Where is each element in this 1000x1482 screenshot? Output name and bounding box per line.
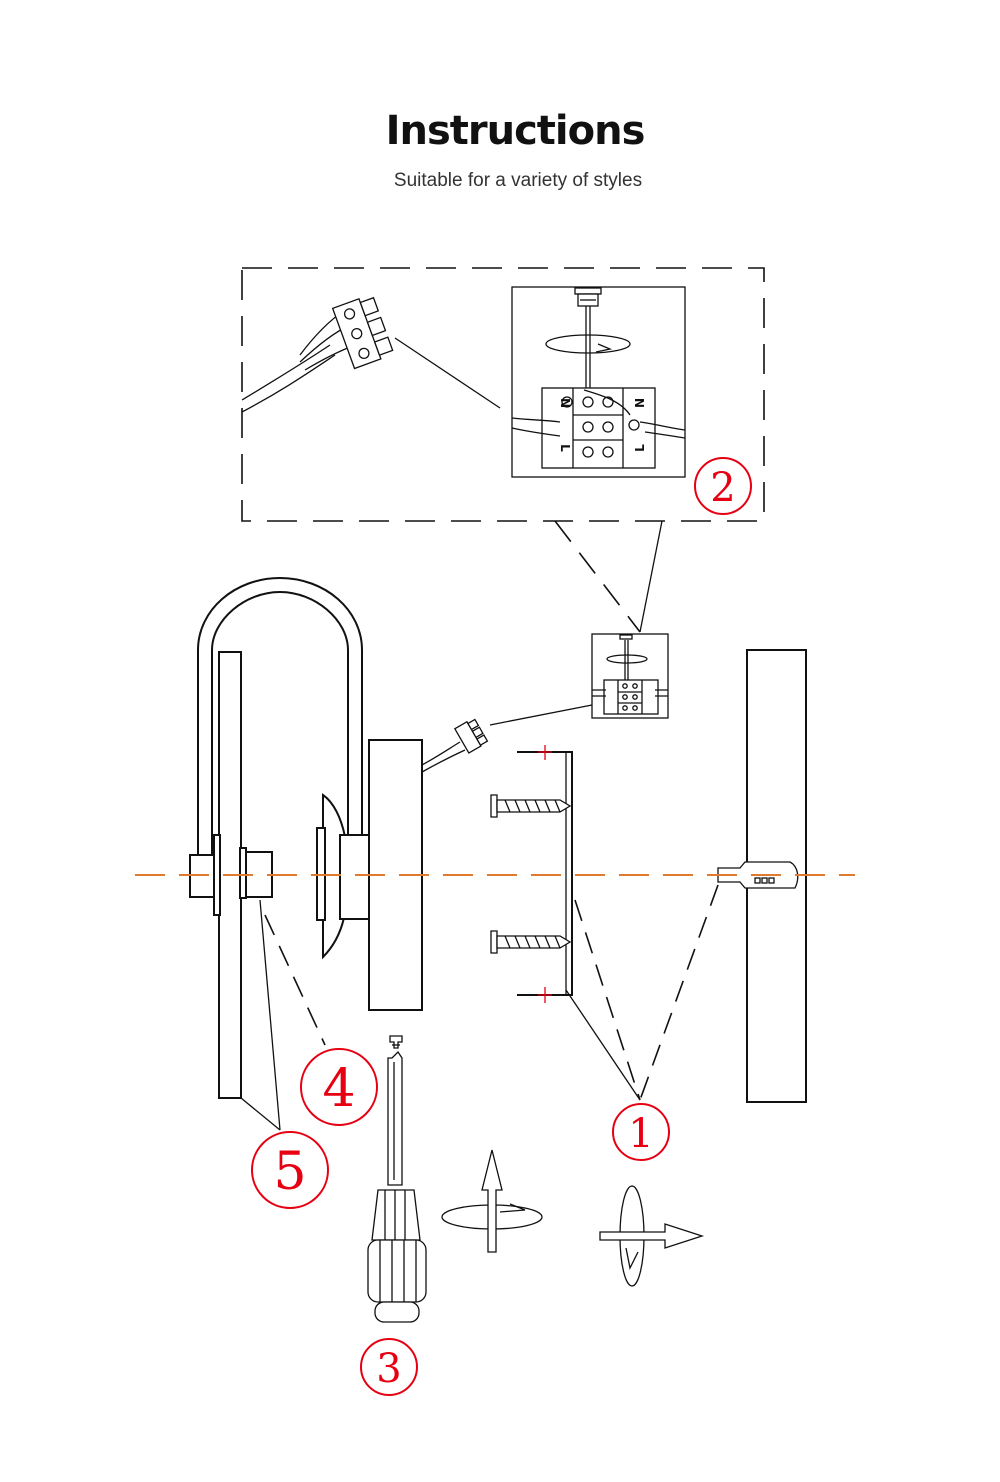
callout-1-label: 1 (628, 1111, 653, 1157)
terminal-label-n-right: N (633, 398, 647, 408)
callout-2-label: 2 (710, 465, 735, 511)
page-title: Instructions (385, 108, 646, 154)
screw-icon (490, 794, 572, 954)
callout-4: 4 (300, 1048, 378, 1126)
callout-3-label: 3 (376, 1346, 401, 1392)
callout-4-label: 4 (322, 1059, 355, 1119)
wire-connector-icon (241, 296, 501, 413)
terminal-label-l-right: L (633, 444, 647, 452)
page-subtitle: Suitable for a variety of styles (393, 170, 643, 191)
callout-leaders (240, 884, 719, 1131)
callout-3: 3 (360, 1338, 418, 1396)
terminal-label-l-left: L (558, 444, 572, 452)
callout-2: 2 (694, 457, 752, 515)
callout-5-label: 5 (273, 1142, 306, 1202)
lamp-arm (197, 576, 363, 855)
terminal-block-icon: N L N L (511, 286, 686, 478)
detail-box (241, 267, 765, 633)
callout-5: 5 (251, 1131, 329, 1209)
screwdriver-icon (367, 1035, 427, 1323)
mounting-bracket (517, 745, 573, 1003)
base-wire (421, 704, 593, 773)
terminal-label-n-left: N (558, 398, 572, 408)
callout-1: 1 (612, 1103, 670, 1161)
rotate-arrow-icon (441, 1149, 705, 1287)
terminal-thumbnail (591, 633, 669, 719)
